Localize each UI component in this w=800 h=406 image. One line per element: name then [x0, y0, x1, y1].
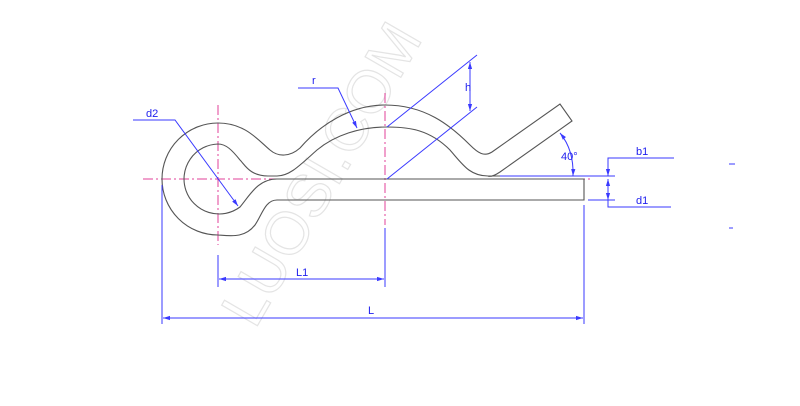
b1-leader [607, 157, 674, 166]
d2-label: d2 [146, 108, 158, 120]
d2-leader [133, 119, 239, 207]
d1-label: d1 [636, 195, 648, 207]
L-label: L [368, 305, 374, 317]
h-extension-upper [386, 54, 478, 128]
angle-label: 40° [561, 151, 578, 163]
d1-leader [607, 200, 671, 208]
angle-arc [559, 132, 576, 177]
clip-inner-outline [183, 126, 584, 215]
h-extension-lower [386, 106, 478, 180]
b1-label: b1 [636, 146, 648, 158]
r-label: r [312, 75, 316, 87]
L1-label: L1 [296, 267, 308, 279]
r-leader [298, 87, 358, 129]
watermark: LUOSI.COM [208, 11, 434, 336]
h-label: h [465, 82, 471, 94]
